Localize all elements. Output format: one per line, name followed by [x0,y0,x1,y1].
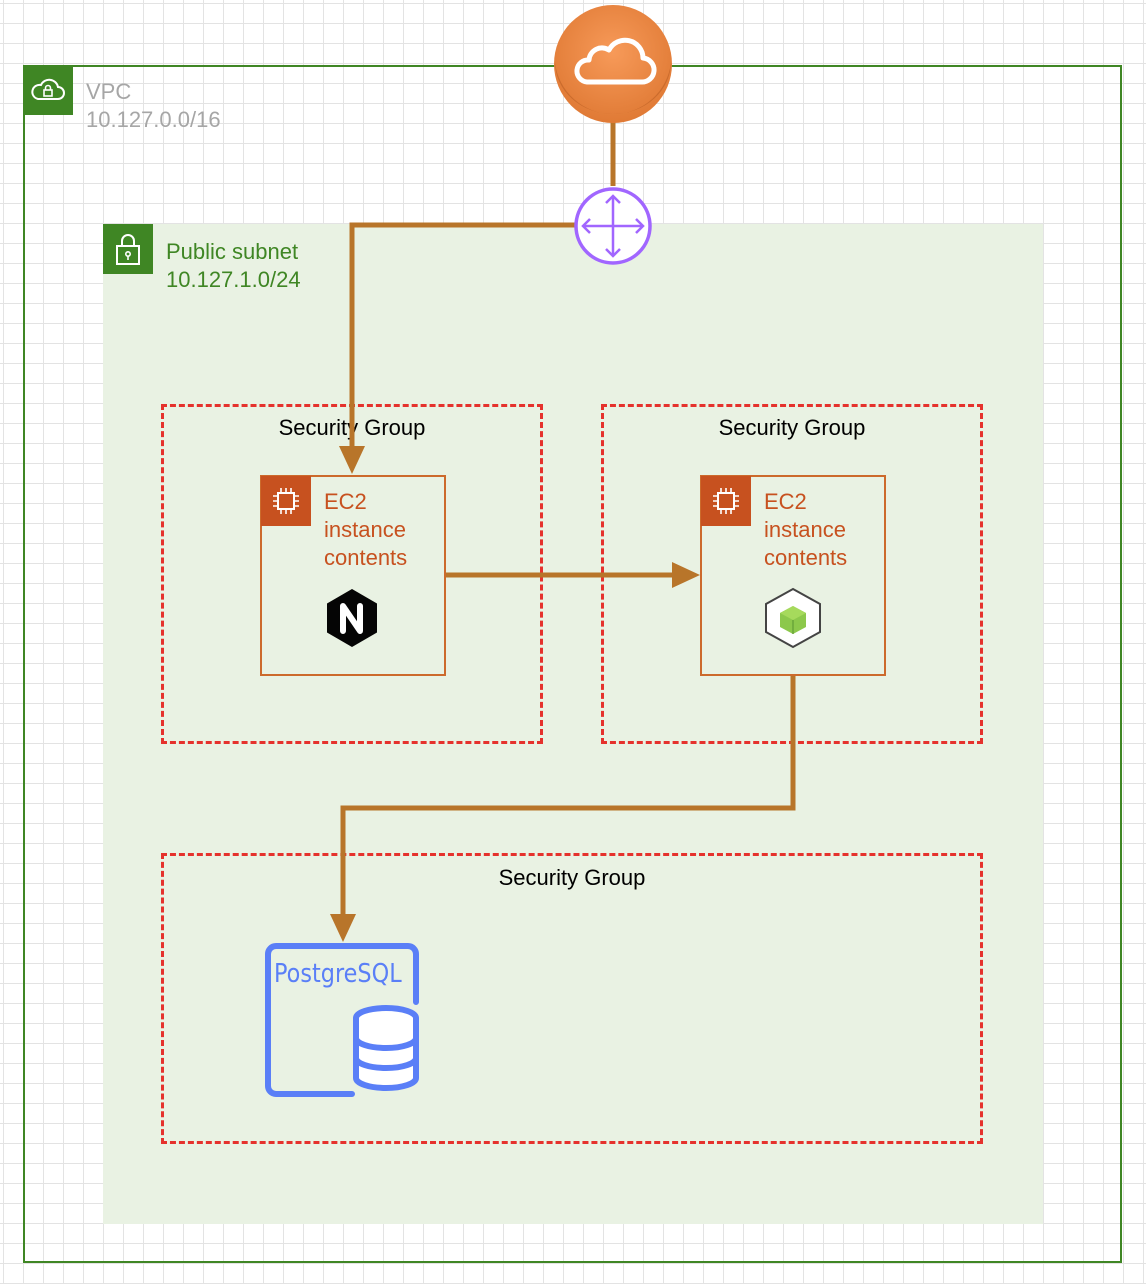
vpc-title: VPC [86,79,132,104]
chip-icon [261,476,311,526]
security-group-title: Security Group [718,415,866,440]
nginx-icon [327,589,377,647]
ec2-instance-app [700,475,886,676]
subnet-cidr: 10.127.1.0/24 [166,267,301,292]
nodejs-cube-icon [765,587,821,649]
ec2-label-line: instance [764,517,846,542]
security-group-title: Security Group [278,415,426,440]
chip-icon [701,476,751,526]
internet-cloud-icon [554,5,672,123]
ec2-label: EC2 instance contents [764,488,847,572]
vpc-label: VPC 10.127.0.0/16 [86,78,221,134]
ec2-instance-nginx [260,475,446,676]
router-arrows-icon [574,187,652,265]
ec2-label-line: contents [764,545,848,570]
database-icon [265,943,419,1097]
subnet-title: Public subnet [166,239,299,264]
padlock-icon [103,224,153,274]
vpc-cloud-lock-icon [23,65,73,115]
ec2-label-line: EC2 [324,489,367,514]
vpc-cidr: 10.127.0.0/16 [86,107,221,132]
subnet-label: Public subnet 10.127.1.0/24 [166,238,301,294]
postgresql-label: PostgreSQL [274,959,402,989]
ec2-label: EC2 instance contents [324,488,407,572]
security-group-title: Security Group [498,865,646,890]
ec2-label-line: contents [324,545,408,570]
ec2-label-line: EC2 [764,489,807,514]
ec2-label-line: instance [324,517,406,542]
